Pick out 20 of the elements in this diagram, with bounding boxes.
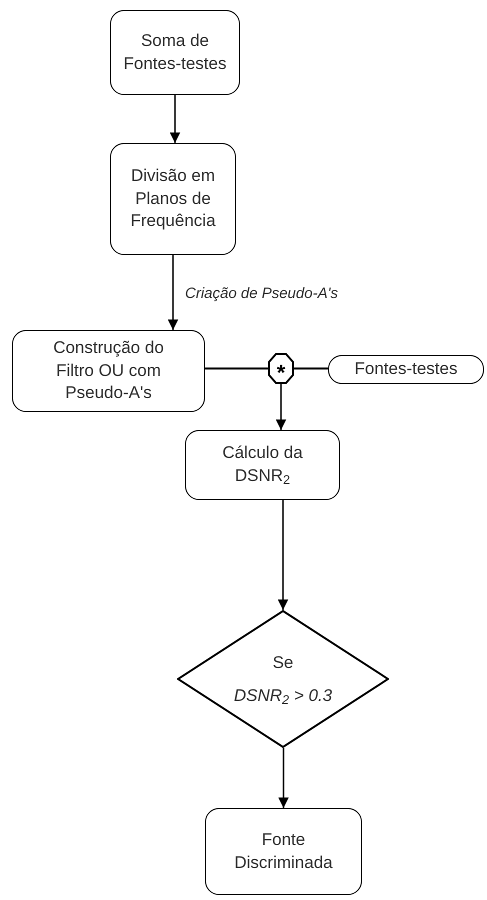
box-text: Fontes-testes <box>354 358 458 380</box>
box-text: Cálculo da DSNR$_{2}$ <box>221 442 304 488</box>
process-box <box>328 355 484 384</box>
decision-text: Se <box>272 652 294 674</box>
arrow <box>278 500 288 610</box>
arrow <box>278 748 289 808</box>
process-box <box>110 143 236 255</box>
process-box <box>185 430 340 500</box>
arrow <box>170 95 180 143</box>
decision-text: DSNR$_{2}$ > 0.3 <box>234 685 332 708</box>
box-text: Fonte Discriminada <box>233 828 334 874</box>
process-box <box>205 808 362 895</box>
box-text: Soma de Fontes-testes <box>122 30 228 74</box>
box-text: Divisão em Planos de Frequência <box>129 164 217 232</box>
process-box <box>12 330 205 412</box>
box-text: Construção do Filtro OU com Pseudo-A's <box>52 336 165 404</box>
process-box <box>110 10 240 95</box>
arrow <box>276 384 286 430</box>
arrow <box>168 255 178 330</box>
operator-symbol: * <box>276 362 286 384</box>
